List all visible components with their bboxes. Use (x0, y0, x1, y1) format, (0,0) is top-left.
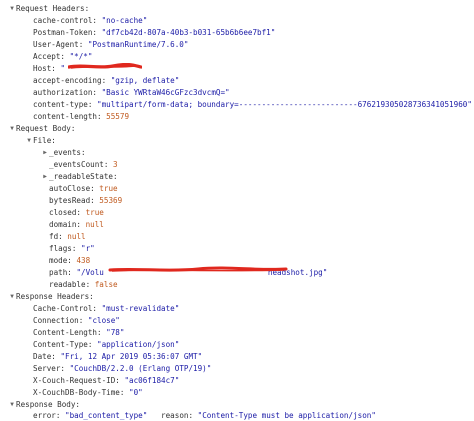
header-row: Server: "CouchDB/2.2.0 (Erlang OTP/19)" (33, 364, 212, 373)
body-row: domain: null (49, 220, 104, 229)
header-row: accept-encoding: "gzip, deflate" (33, 76, 180, 85)
body-row: error: "bad_content_type" reason: "Conte… (33, 411, 376, 420)
triangle-down-icon: ▼ (10, 125, 14, 132)
response-body-title: Response Body: (16, 400, 81, 409)
body-row: fd: null (49, 232, 86, 241)
body-row: bytesRead: 55369 (49, 196, 123, 205)
triangle-down-icon: ▼ (10, 5, 14, 12)
response-headers-toggle[interactable]: ▼Response Headers: (8, 291, 474, 303)
response-headers-title: Response Headers: (16, 292, 94, 301)
request-body-title: Request Body: (16, 124, 76, 133)
triangle-right-icon: ▶ (43, 173, 47, 180)
redaction-scribble (108, 266, 288, 272)
redaction-scribble (68, 63, 142, 69)
triangle-down-icon: ▼ (10, 401, 14, 408)
readable-state-toggle[interactable]: ▶_readableState: (41, 171, 474, 183)
header-row: Postman-Token: "df7cb42d-807a-40b3-b031-… (33, 28, 276, 37)
header-row: Content-Type: "application/json" (33, 340, 180, 349)
header-row: cache-control: "no-cache" (33, 16, 148, 25)
request-body-toggle[interactable]: ▼Request Body: (8, 123, 474, 135)
header-row: content-length: 55579 (33, 112, 130, 121)
header-row: content-type: "multipart/form-data; boun… (33, 100, 472, 109)
body-row: mode: 438 (49, 256, 91, 265)
header-row: Host: " (33, 64, 66, 73)
header-row: Content-Length: "78" (33, 328, 125, 337)
request-headers-toggle[interactable]: ▼Request Headers: (8, 3, 474, 15)
triangle-right-icon: ▶ (43, 149, 47, 156)
request-headers-title: Request Headers: (16, 4, 90, 13)
header-row: Accept: "*/*" (33, 52, 93, 61)
header-row: Date: "Fri, 12 Apr 2019 05:36:07 GMT" (33, 352, 203, 361)
response-body-toggle[interactable]: ▼Response Body: (8, 399, 474, 411)
header-row: X-CouchDB-Body-Time: "0" (33, 388, 143, 397)
header-row: Connection: "close" (33, 316, 120, 325)
body-row: readable: false (49, 280, 118, 289)
body-row: autoClose: true (49, 184, 118, 193)
header-row: authorization: "Basic YWRtaW46cGFzc3dvcm… (33, 88, 230, 97)
file-label: File: (33, 136, 56, 145)
triangle-down-icon: ▼ (27, 137, 31, 144)
triangle-down-icon: ▼ (10, 293, 14, 300)
body-row: flags: "r" (49, 244, 95, 253)
file-toggle[interactable]: ▼File: (25, 135, 474, 147)
body-row: closed: true (49, 208, 104, 217)
header-row: X-Couch-Request-ID: "ac06f184c7" (33, 376, 180, 385)
events-toggle[interactable]: ▶_events: (41, 147, 474, 159)
body-row: _eventsCount: 3 (49, 160, 118, 169)
header-row: Cache-Control: "must-revalidate" (33, 304, 180, 313)
header-row: User-Agent: "PostmanRuntime/7.6.0" (33, 40, 189, 49)
